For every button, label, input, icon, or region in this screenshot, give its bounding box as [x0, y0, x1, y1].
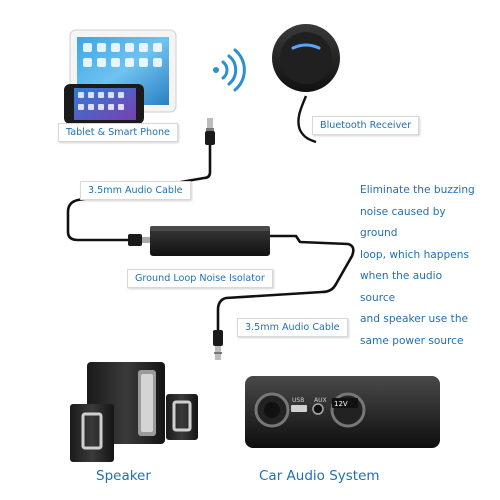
speaker-system-icon	[70, 362, 198, 462]
label-bluetooth-receiver: Bluetooth Receiver	[312, 116, 420, 135]
ground-loop-explanation: Eliminate the buzzing noise caused by gr…	[360, 180, 480, 352]
socket-label: 12V	[334, 400, 348, 408]
audio-cables	[66, 140, 355, 338]
bluetooth-receiver-icon	[272, 24, 340, 144]
note-line: and speaker use the	[360, 313, 469, 325]
label-audio-cable-top: 3.5mm Audio Cable	[80, 181, 191, 200]
audio-jack-icon	[213, 330, 223, 360]
label-tablet-smart-phone: Tablet & Smart Phone	[58, 123, 178, 142]
ground-loop-isolator-device	[150, 226, 270, 256]
note-line: loop, which happens	[360, 248, 469, 261]
audio-jack-icon	[128, 234, 152, 246]
car-dashboard-icon: USB AUX 12V	[245, 376, 440, 448]
label-speaker: Speaker	[96, 468, 151, 484]
usb-label: USB	[292, 397, 304, 404]
label-ground-loop-isolator: Ground Loop Noise Isolator	[127, 269, 273, 288]
note-line: when the audio source	[360, 270, 443, 304]
audio-jack-icon	[205, 118, 215, 145]
label-car-audio-system: Car Audio System	[259, 468, 380, 484]
note-line: Eliminate the buzzing	[360, 184, 475, 196]
wireless-signal-icon	[213, 48, 246, 92]
label-audio-cable-bottom: 3.5mm Audio Cable	[237, 318, 348, 337]
smartphone-icon	[64, 84, 144, 124]
note-line: same power source	[360, 334, 464, 347]
note-line: noise caused by ground	[360, 205, 446, 240]
aux-label: AUX	[314, 397, 327, 404]
